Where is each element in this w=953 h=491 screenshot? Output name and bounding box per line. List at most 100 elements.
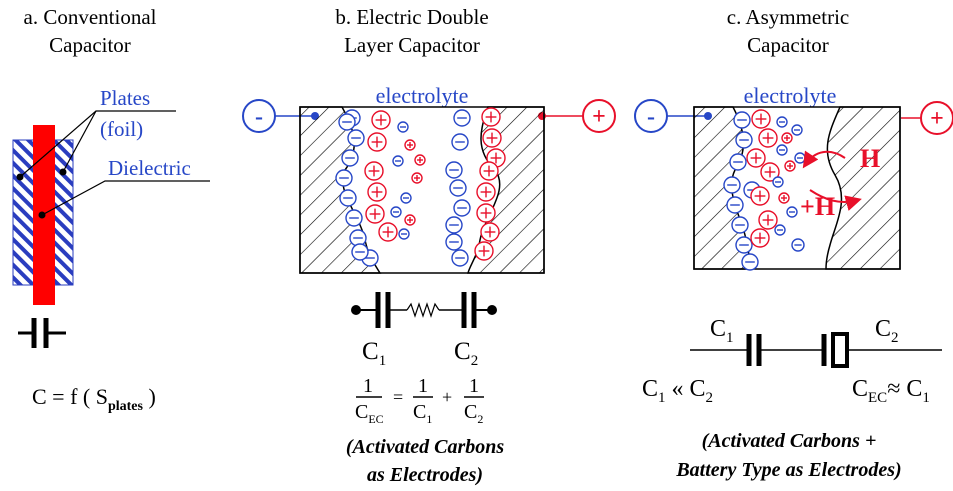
c2-label-b: C2 (454, 338, 478, 369)
svg-text:1: 1 (469, 375, 479, 397)
anion-icon (445, 161, 463, 179)
anion-icon (453, 199, 471, 217)
cation-icon (365, 204, 385, 224)
panel-a-title-line2: Capacitor (49, 33, 131, 57)
cation-icon (482, 128, 502, 148)
anion-icon (794, 152, 806, 164)
cation-icon (479, 161, 499, 181)
c2-label-c: C2 (875, 316, 899, 346)
circuit-c (690, 332, 942, 368)
panel-c: c. Asymmetric Capacitor - + electrolyte … (634, 5, 953, 481)
capacitor-symbol-a (18, 318, 66, 348)
anion-icon (774, 224, 786, 236)
anion-icon (400, 192, 412, 204)
panel-a-title-line1: a. Conventional (24, 5, 157, 29)
h-arrow-in (802, 150, 846, 169)
anion-icon (449, 179, 467, 197)
svg-text:1: 1 (363, 375, 373, 397)
svg-text:C1: C1 (413, 401, 432, 426)
anion-icon (451, 249, 469, 267)
cation-icon (778, 192, 790, 204)
anion-icon (445, 216, 463, 234)
cation-icon (378, 222, 398, 242)
anion-icon (351, 243, 369, 261)
cation-icon (750, 186, 770, 206)
series-equation: 1 CEC = 1 C1 + 1 C2 (355, 375, 484, 426)
relation-right: CEC≈ C1 (852, 376, 930, 406)
anion-icon (335, 169, 353, 187)
panel-c-title-line1: c. Asymmetric (727, 5, 849, 29)
note-c-line2: Battery Type as Electrodes) (675, 459, 901, 481)
anion-icon (390, 206, 402, 218)
anion-icon (735, 131, 753, 149)
panel-b: b. Electric Double Layer Capacitor - + e… (242, 5, 616, 486)
anion-icon (347, 129, 365, 147)
c1-label-b: C1 (362, 338, 386, 369)
h-label: H (860, 144, 880, 173)
cation-icon (476, 182, 496, 202)
anion-icon (338, 113, 356, 131)
anion-icon (445, 233, 463, 251)
plates-leader-dot-left (16, 173, 24, 181)
cation-icon (474, 241, 494, 261)
cation-icon (367, 132, 387, 152)
anion-icon (735, 236, 753, 254)
ions-b (335, 107, 506, 267)
anion-icon (791, 238, 805, 252)
anion-icon (741, 253, 759, 271)
h-plus-label: +H (800, 192, 835, 221)
anion-icon (451, 133, 469, 151)
svg-text:1: 1 (418, 375, 428, 397)
plates-leader-dot-right (59, 168, 67, 176)
ions-c (723, 109, 806, 271)
relation-left: C1 « C2 (642, 376, 713, 406)
cation-icon (751, 109, 771, 129)
negative-sign-c: - (647, 104, 655, 130)
svg-text:+: + (442, 387, 452, 407)
panel-a: a. Conventional Capacitor Plates (foil) … (12, 5, 210, 414)
circuit-b (351, 292, 497, 328)
anion-icon (726, 196, 744, 214)
cation-icon (364, 161, 384, 181)
electrolyte-label-b: electrolyte (376, 83, 469, 108)
anion-icon (791, 124, 803, 136)
svg-text:C2: C2 (464, 401, 483, 426)
anion-icon (776, 116, 788, 128)
cation-icon (414, 154, 426, 166)
negative-sign-b: - (255, 104, 263, 130)
plates-label: Plates (100, 86, 150, 110)
dielectric-leader-dot (38, 211, 46, 219)
dielectric-label: Dielectric (108, 156, 191, 180)
panel-c-title-line2: Capacitor (747, 33, 829, 57)
anion-icon (786, 206, 798, 218)
anion-icon (397, 121, 409, 133)
cation-icon (367, 182, 387, 202)
svg-text:CEC: CEC (355, 401, 384, 426)
panel-b-title-line2: Layer Capacitor (344, 33, 480, 57)
formula-a: C = f ( Splates ) (32, 384, 156, 414)
anion-icon (339, 189, 357, 207)
cation-icon (784, 160, 796, 172)
cation-icon (476, 203, 496, 223)
cation-icon (781, 132, 793, 144)
positive-sign-b: + (592, 104, 606, 130)
note-b-line1: (Activated Carbons (346, 436, 505, 458)
cation-icon (404, 139, 416, 151)
anion-icon (723, 176, 741, 194)
anion-icon (341, 149, 359, 167)
anion-icon (776, 144, 788, 156)
anion-icon (772, 176, 784, 188)
anion-icon (453, 109, 471, 127)
cation-icon (758, 210, 778, 230)
anion-icon (392, 155, 404, 167)
cation-icon (746, 148, 766, 168)
c1-label-c: C1 (710, 316, 734, 346)
anion-icon (731, 216, 749, 234)
note-b-line2: as Electrodes) (367, 464, 483, 486)
electrolyte-label-c: electrolyte (744, 83, 837, 108)
cation-icon (480, 222, 500, 242)
anion-icon (345, 209, 363, 227)
h-arrow-out (809, 189, 862, 211)
cation-icon (481, 107, 501, 127)
cation-icon (750, 228, 770, 248)
